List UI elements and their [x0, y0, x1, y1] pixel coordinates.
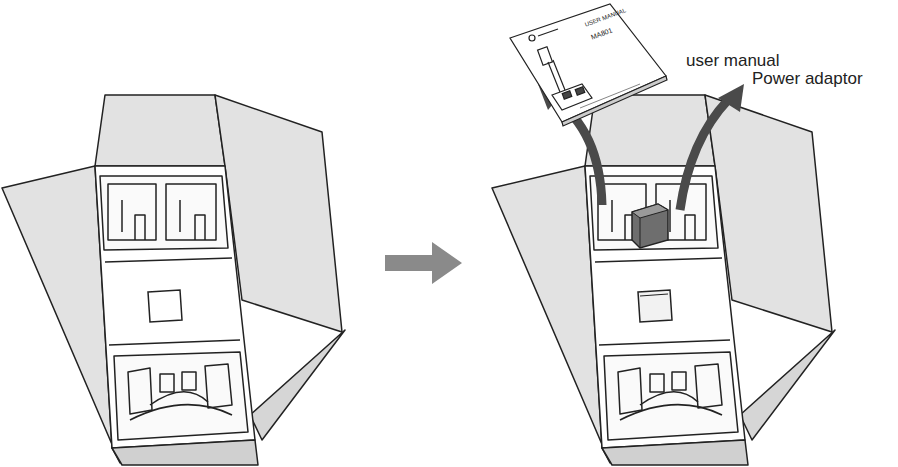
arrowhead: [718, 84, 744, 112]
part-label: Power adaptor: [752, 70, 863, 89]
manual-booklet: [510, 4, 667, 126]
step-arrow: [385, 242, 462, 284]
closed-package: [2, 95, 345, 465]
opened-package: [492, 95, 835, 465]
part-label: user manual: [686, 52, 780, 71]
package-card: [148, 290, 182, 322]
lift-arrow: [680, 100, 728, 210]
